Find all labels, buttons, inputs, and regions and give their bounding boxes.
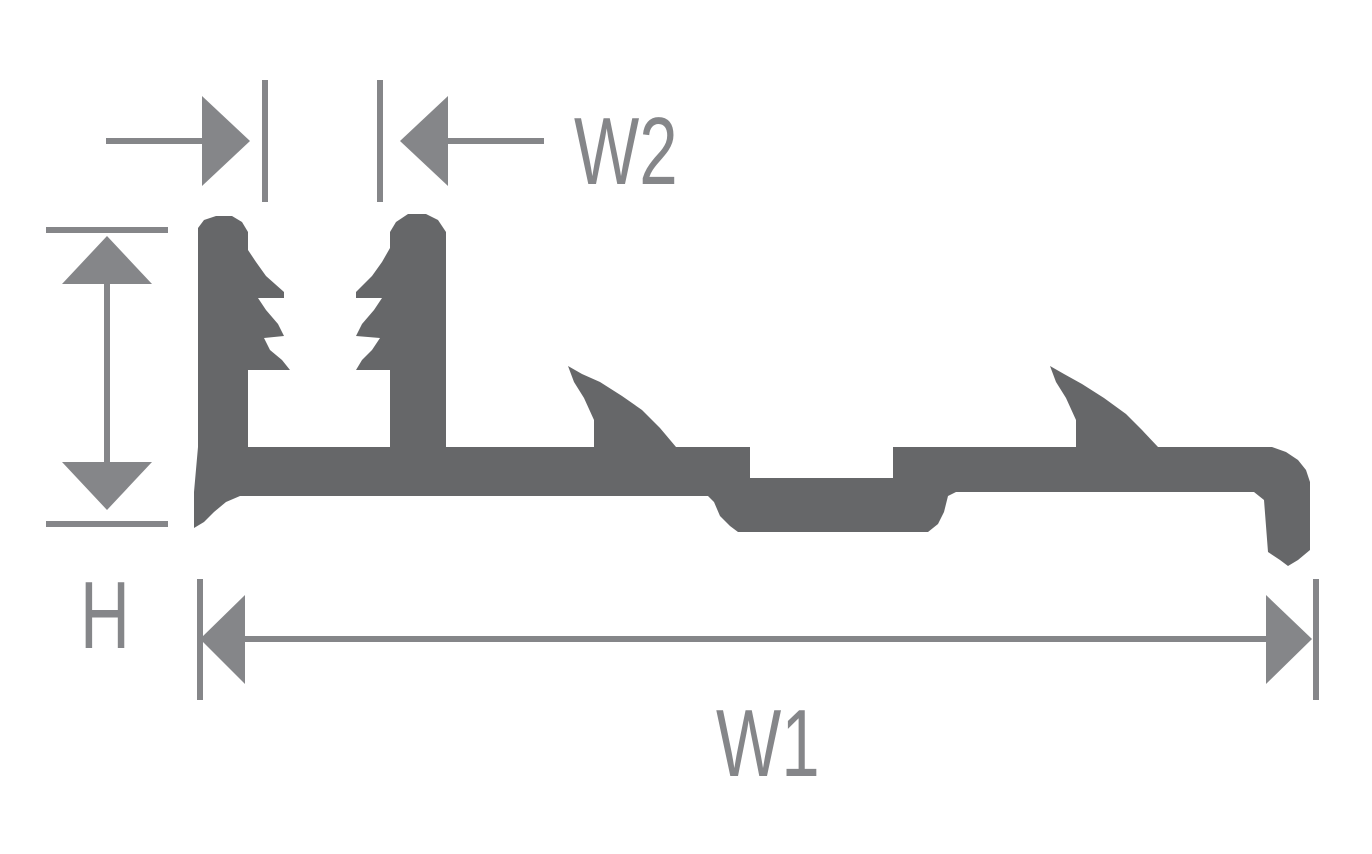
profile-cross-section — [194, 214, 1310, 566]
width-2-dimension — [106, 80, 544, 202]
width-2-arrow-left-icon — [400, 96, 448, 186]
dimension-annotations: W2 H W1 — [46, 80, 1319, 797]
profile-left-barb — [568, 366, 676, 447]
profile-right-barb — [1050, 366, 1158, 447]
height-dimension — [46, 227, 168, 527]
profile-right-serrations — [356, 248, 390, 370]
width-1-label: W1 — [716, 689, 820, 797]
profile-left-serrations — [248, 250, 290, 370]
height-arrow-down-icon — [62, 462, 152, 510]
height-label: H — [80, 561, 130, 669]
width-1-arrow-left-icon — [200, 595, 245, 684]
profile-left-leg — [198, 216, 248, 447]
profile-base — [194, 447, 1310, 566]
profile-right-leg — [390, 214, 446, 447]
width-1-arrow-right-icon — [1266, 595, 1312, 684]
width-2-arrow-right-icon — [202, 96, 250, 186]
width-2-label: W2 — [574, 97, 678, 205]
width-1-dimension — [197, 579, 1319, 700]
height-arrow-up-icon — [62, 236, 152, 284]
